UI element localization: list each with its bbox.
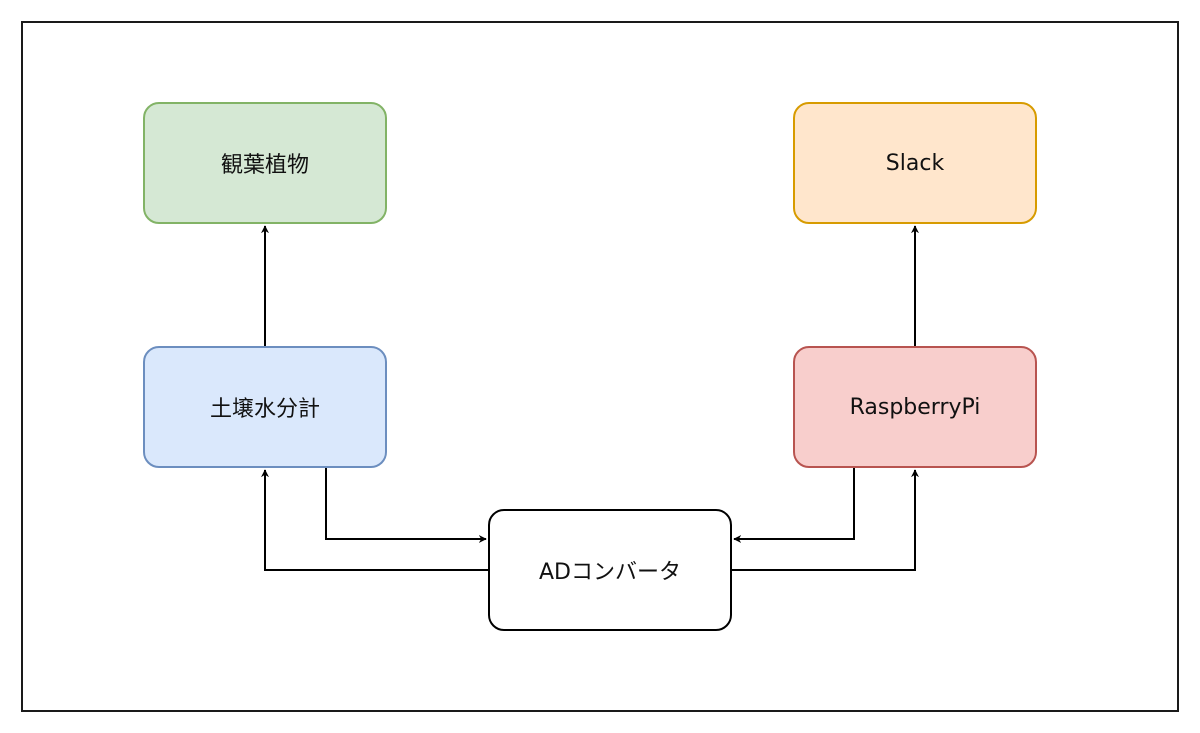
node-soil-moisture-sensor-label: 土壌水分計 xyxy=(209,397,320,422)
edge-pi-to-adc xyxy=(733,468,855,543)
node-ad-converter-label: ADコンバータ xyxy=(539,560,681,585)
node-slack[interactable]: Slack xyxy=(793,102,1037,224)
node-houseplant-label: 観葉植物 xyxy=(220,153,309,178)
node-ad-converter[interactable]: ADコンバータ xyxy=(488,509,732,631)
node-raspberry-pi-label: RaspberryPi xyxy=(849,394,981,420)
node-slack-label: Slack xyxy=(885,150,945,176)
edge-sensor-to-adc xyxy=(325,468,487,543)
node-soil-moisture-sensor[interactable]: 土壌水分計 xyxy=(143,346,387,468)
edge-adc-to-sensor xyxy=(261,469,488,571)
edge-adc-to-pi xyxy=(732,469,919,571)
node-houseplant[interactable]: 観葉植物 xyxy=(143,102,387,224)
node-raspberry-pi[interactable]: RaspberryPi xyxy=(793,346,1037,468)
